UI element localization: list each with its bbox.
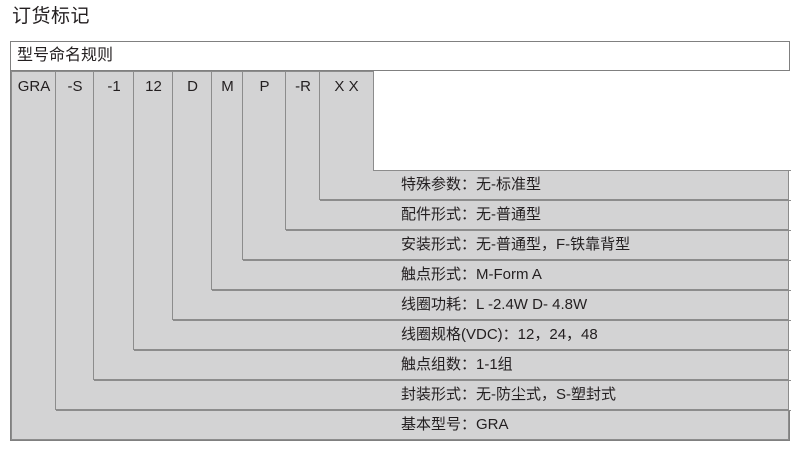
bracket-bite-special-param bbox=[373, 71, 791, 171]
diagram-header: 型号命名规则 bbox=[11, 42, 789, 71]
desc-row-base-model: 基本型号：GRA bbox=[11, 410, 789, 440]
page-title: 订货标记 bbox=[12, 6, 91, 27]
model-naming-diagram: 型号命名规则 GRA -S -1 12 D M P -R X bbox=[10, 41, 791, 441]
code-coil-power: D bbox=[187, 78, 198, 95]
code-contact-form: M bbox=[221, 78, 234, 95]
desc-row-coil-power: 线圈功耗：L -2.4W D- 4.8W bbox=[172, 290, 789, 320]
code-package-form: -S bbox=[67, 78, 83, 95]
desc-label-coil-power: 线圈功耗：L -2.4W D- 4.8W bbox=[401, 296, 588, 313]
desc-label-coil-voltage: 线圈规格(VDC)：12，24，48 bbox=[401, 326, 598, 343]
desc-label-contact-groups: 触点组数：1-1组 bbox=[401, 356, 513, 373]
code-special-param: X X bbox=[334, 78, 359, 95]
desc-label-contact-form: 触点形式：M-Form A bbox=[401, 266, 542, 283]
code-base-model: GRA bbox=[17, 78, 51, 95]
desc-row-package-form: 封装形式：无-防尘式，S-塑封式 bbox=[55, 380, 789, 410]
desc-label-package-form: 封装形式：无-防尘式，S-塑封式 bbox=[401, 386, 616, 403]
desc-row-accessory-form: 配件形式：无-普通型 bbox=[285, 200, 789, 230]
desc-label-base-model: 基本型号：GRA bbox=[401, 416, 509, 433]
desc-label-accessory-form: 配件形式：无-普通型 bbox=[401, 206, 541, 223]
diagram-header-label: 型号命名规则 bbox=[17, 47, 114, 64]
desc-row-mounting-form: 安装形式：无-普通型，F-铁靠背型 bbox=[242, 230, 789, 260]
desc-row-contact-groups: 触点组数：1-1组 bbox=[93, 350, 789, 380]
code-mounting-form: P bbox=[259, 78, 270, 95]
desc-label-special-param: 特殊参数：无-标准型 bbox=[401, 176, 541, 193]
bracket-special-param: X X bbox=[319, 71, 791, 200]
desc-label-mounting-form: 安装形式：无-普通型，F-铁靠背型 bbox=[401, 236, 631, 253]
desc-row-special-param: 特殊参数：无-标准型 bbox=[319, 170, 789, 200]
code-accessory-form: -R bbox=[295, 78, 311, 95]
code-coil-voltage: 12 bbox=[145, 78, 162, 95]
code-contact-groups: -1 bbox=[107, 78, 121, 95]
desc-row-coil-voltage: 线圈规格(VDC)：12，24，48 bbox=[133, 320, 789, 350]
desc-row-contact-form: 触点形式：M-Form A bbox=[211, 260, 789, 290]
